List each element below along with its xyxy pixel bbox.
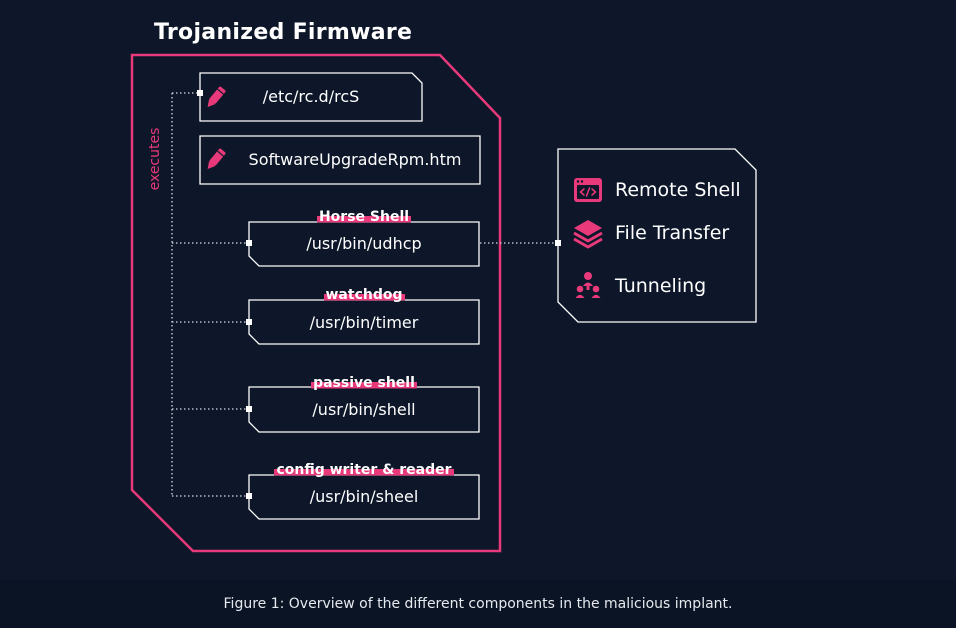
pencil-icon	[207, 148, 226, 169]
component-tag: Horse Shell	[316, 209, 412, 225]
caption-bar	[0, 580, 956, 628]
shell-box	[248, 386, 480, 433]
udhcp-box	[248, 221, 480, 267]
component-path: /usr/bin/sheel	[309, 487, 419, 506]
component-path: /usr/bin/udhcp	[306, 234, 422, 253]
upgrade-path: SoftwareUpgradeRpm.htm	[248, 150, 462, 169]
component-path: /usr/bin/timer	[309, 313, 419, 332]
features-box	[557, 148, 757, 323]
network-hierarchy-icon	[575, 272, 601, 298]
diagram-title: Trojanized Firmware	[154, 20, 413, 45]
feature-file-transfer: File Transfer	[615, 222, 730, 244]
executes-label: executes	[147, 127, 163, 191]
connector-markers	[197, 90, 561, 499]
component-path: /usr/bin/shell	[312, 400, 416, 419]
rcs-box	[199, 72, 423, 122]
timer-box	[248, 299, 480, 345]
diagram: Trojanized Firmware executes /etc/rc.d/r…	[130, 20, 757, 553]
executes-connectors	[171, 92, 558, 497]
firmware-container	[130, 53, 502, 553]
layers-icon	[573, 220, 603, 249]
pencil-icon	[207, 86, 226, 107]
feature-tunneling: Tunneling	[615, 275, 707, 297]
component-tag: config writer & reader	[274, 462, 454, 478]
component-tag: passive shell	[311, 375, 417, 391]
feature-remote-shell: Remote Shell	[615, 179, 741, 201]
rcs-path: /etc/rc.d/rcS	[262, 87, 360, 106]
upgrade-box	[199, 135, 481, 185]
figure-caption: Figure 1: Overview of the different comp…	[223, 596, 733, 612]
code-window-icon	[574, 178, 602, 202]
component-tag: watchdog	[323, 287, 405, 303]
